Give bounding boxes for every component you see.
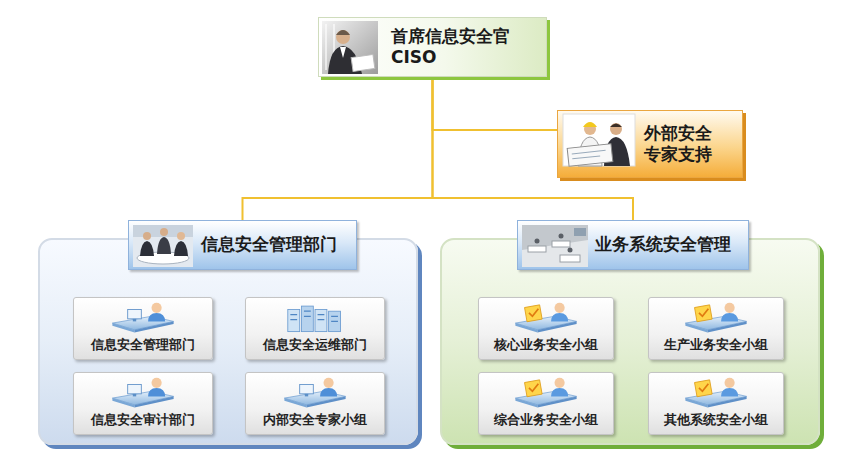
node-label: 首席信息安全官 CISO: [391, 26, 517, 69]
hard-hat: [583, 122, 597, 127]
person-shirt: [340, 47, 346, 58]
node-label: 外部安全 专家支持: [644, 123, 719, 166]
team-box: 信息安全审计部门: [73, 372, 213, 435]
photo-ground: [522, 225, 588, 267]
security-desk-icon: [685, 378, 746, 408]
node-label: 信息安全运维部门: [263, 337, 367, 353]
person-head: [177, 232, 185, 240]
person-desk-icon: [112, 303, 173, 333]
officer-box: 首席信息安全官 CISO: [318, 17, 547, 77]
node-label: 综合业务安全小组: [494, 412, 598, 428]
node-label: 信息安全审计部门: [91, 412, 195, 428]
photo-wall: [133, 225, 193, 237]
person-head: [143, 232, 151, 240]
photo-ground: [133, 225, 193, 267]
node-label: 信息安全管理部门: [201, 234, 356, 255]
team-box: 其他系统安全小组: [648, 372, 784, 435]
connector-line: [433, 77, 558, 130]
blueprint: [567, 144, 613, 167]
node-label: 业务系统安全管理: [595, 234, 748, 255]
desk: [560, 255, 580, 262]
support-box: 外部安全 专家支持: [557, 110, 743, 178]
panel-heading-box: 业务系统安全管理: [517, 220, 749, 270]
person-head: [568, 248, 573, 253]
photo-ground: [322, 21, 378, 74]
person-head: [584, 123, 596, 135]
team-box: 核心业务安全小组: [478, 297, 614, 360]
person-head: [336, 30, 350, 44]
meeting-photo: [133, 225, 193, 267]
person-suit: [174, 241, 188, 256]
person-head: [610, 123, 622, 135]
person-suit: [140, 241, 154, 256]
node-label: 生产业务安全小组: [664, 337, 768, 353]
security-desk-icon: [515, 378, 576, 408]
blueprint-lines: [572, 150, 606, 159]
team-box: 内部安全专家小组: [245, 372, 385, 435]
person-suit: [157, 237, 171, 254]
person-suit: [328, 46, 362, 74]
person-suit: [604, 137, 630, 166]
team-box: 综合业务安全小组: [478, 372, 614, 435]
floor: [522, 240, 588, 267]
panel-heading-box: 信息安全管理部门: [128, 220, 357, 270]
node-label: 内部安全专家小组: [263, 412, 367, 428]
team-box: 信息安全运维部门: [245, 297, 385, 360]
table: [137, 252, 189, 264]
person-head: [535, 239, 540, 244]
paper: [351, 55, 375, 72]
ciso-photo: [322, 21, 378, 74]
person-desk-icon: [284, 378, 345, 408]
person-hair: [610, 124, 622, 128]
node-label: 核心业务安全小组: [494, 337, 598, 353]
person-desk-icon: [112, 378, 173, 408]
node-label: 信息安全管理部门: [91, 337, 195, 353]
window: [574, 228, 586, 236]
security-desk-icon: [515, 303, 576, 333]
server-icon: [288, 306, 341, 332]
node-label: 其他系统安全小组: [664, 412, 768, 428]
team-box: 生产业务安全小组: [648, 297, 784, 360]
person-hair: [336, 30, 350, 35]
person-body: [578, 137, 602, 166]
group-panel: 业务系统安全管理核心业务安全小组 生产业务安全小组综合业务安全小组 其他系统安全小组: [440, 220, 820, 445]
expert-photo: [563, 114, 635, 166]
person-head: [160, 228, 168, 236]
staff-icons: [112, 303, 746, 408]
photo-ground: [563, 114, 635, 166]
person-head: [559, 234, 564, 239]
connector-line: [243, 77, 433, 220]
window-bars: [326, 24, 334, 70]
office-photo: [522, 225, 588, 267]
desk: [552, 241, 570, 247]
group-panel: 信息安全管理部门信息安全管理部门信息安全运维部门信息安全审计部门内部安全专家小组: [38, 220, 418, 445]
security-desk-icon: [685, 303, 746, 333]
team-box: 信息安全管理部门: [73, 297, 213, 360]
desk: [528, 246, 546, 252]
